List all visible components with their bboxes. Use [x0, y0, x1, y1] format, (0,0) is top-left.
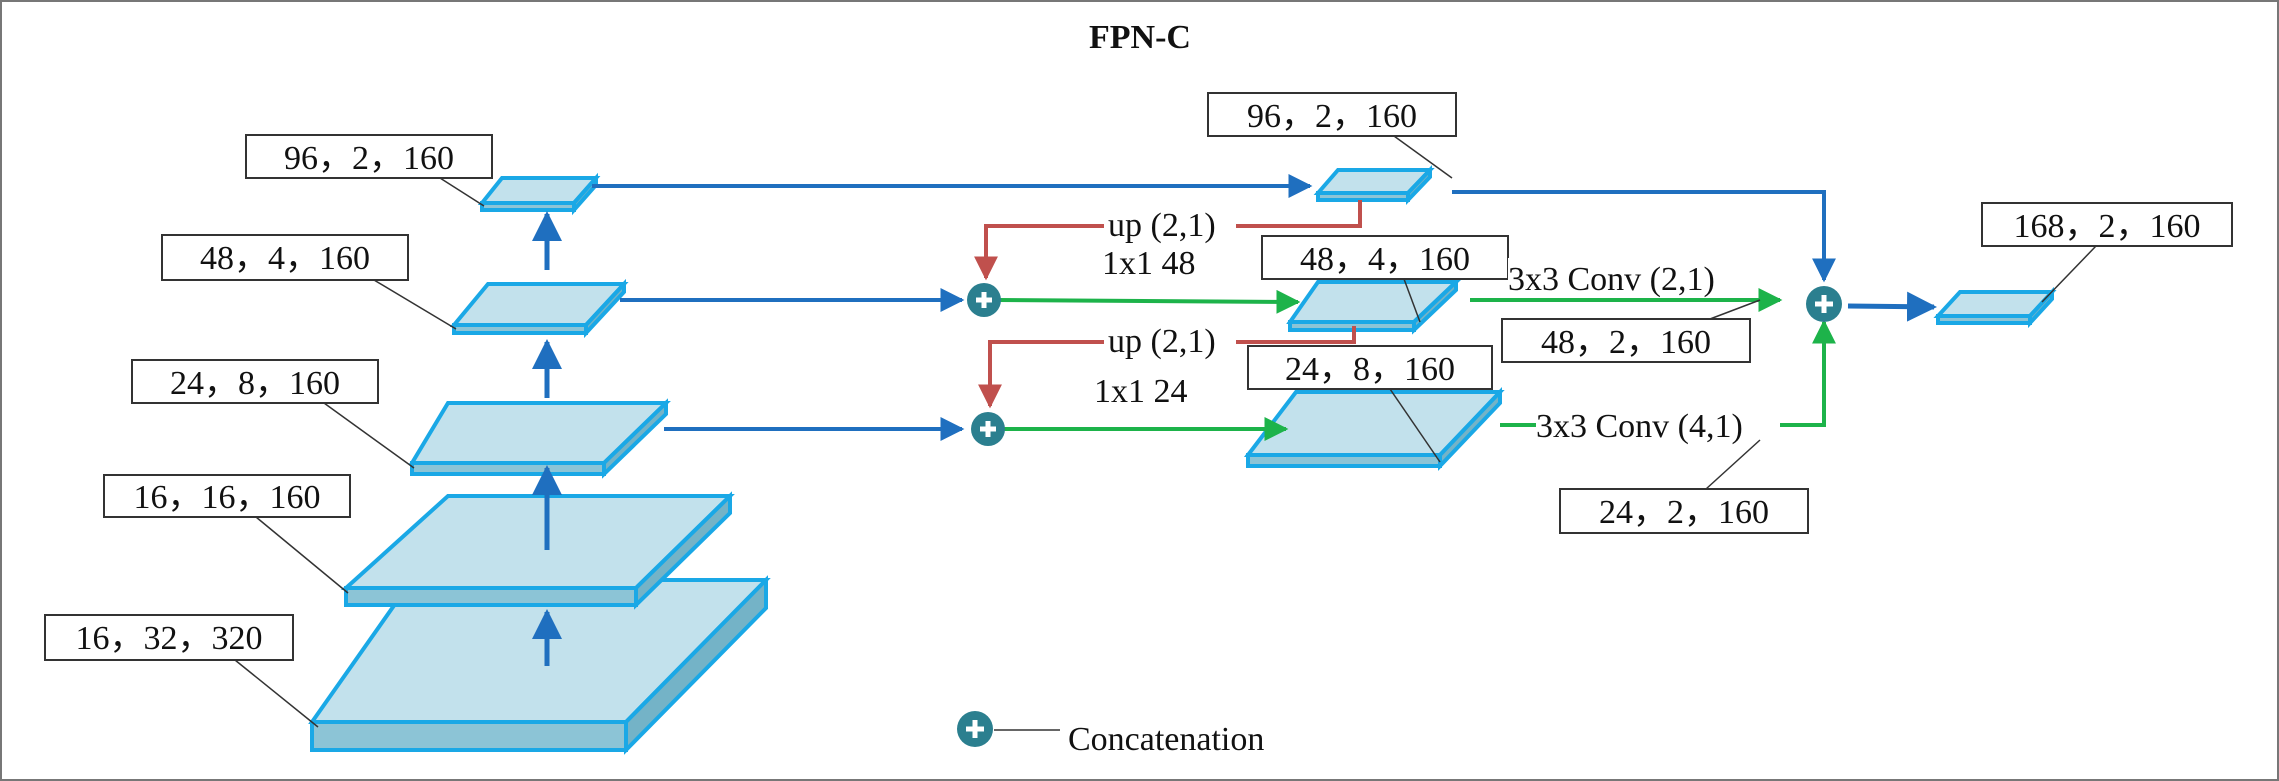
- backbone-block-16x32x320: [308, 575, 771, 755]
- diagram-title: FPN-C: [1089, 19, 1191, 56]
- concat-node-2: [971, 412, 1005, 446]
- upsample-op-2: up (2,1): [1108, 323, 1216, 360]
- top-path-to-concat: [1452, 190, 1836, 283]
- backbone-label-4-text: 96，2，160: [284, 140, 454, 177]
- legend-concat-label: Concatenation: [1068, 721, 1264, 758]
- concat-node-final: [1806, 286, 1842, 322]
- backbone-block-48x4x160: [449, 278, 629, 339]
- fusion-label-1-text: 48，4，160: [1300, 241, 1470, 278]
- upsample-op-1: up (2,1): [1108, 207, 1216, 244]
- backbone-label-4: 96，2，160: [245, 134, 493, 207]
- concat-node-1: [967, 283, 1001, 317]
- conv-op-3x3-2-1: 3x3 Conv (2,1): [1508, 261, 1715, 298]
- output-label: 168，2，160: [1981, 202, 2233, 303]
- conv-op-1: 1x1 48: [1102, 245, 1196, 282]
- output-label-text: 168，2，160: [2014, 208, 2201, 245]
- fusion-label-2: 24，8，160: [1247, 345, 1493, 463]
- backbone-block-16x16x160: [340, 491, 735, 610]
- fusion-block-24x8x160: [1243, 387, 1505, 471]
- green-arrows-to-fusion: [997, 289, 1301, 441]
- backbone-label-1-text: 16，16，160: [134, 479, 321, 516]
- backbone-label-0-text: 16，32，320: [76, 620, 263, 657]
- fusion-label-1: 48，4，160: [1261, 235, 1509, 323]
- backbone-label-2-text: 24，8，160: [170, 365, 340, 402]
- backbone-label-3: 48，4，160: [161, 234, 457, 330]
- output-block-168x2x160: [1933, 286, 2057, 329]
- conv-label-1-text: 24，2，160: [1599, 494, 1769, 531]
- fusion-block-48x4x160: [1286, 277, 1461, 335]
- backbone-label-2: 24，8，160: [131, 359, 415, 469]
- legend: Concatenation: [957, 711, 1264, 758]
- fusion-label-2-text: 24，8，160: [1285, 351, 1455, 388]
- output-arrow: [1847, 291, 1937, 322]
- fusion-label-0: 96，2，160: [1207, 92, 1457, 179]
- backbone-block-96x2x160: [477, 172, 601, 216]
- backbone-label-0: 16，32，320: [44, 614, 319, 728]
- conv-op-2: 1x1 24: [1094, 373, 1188, 410]
- conv-label-0: 48，2，160: [1501, 299, 1761, 363]
- conv-op-3x3-4-1: 3x3 Conv (4,1): [1536, 408, 1743, 445]
- fusion-block-96x2x160: [1313, 165, 1435, 205]
- fusion-label-0-text: 96，2，160: [1247, 98, 1417, 135]
- conv-label-1: 24，2，160: [1559, 439, 1809, 534]
- backbone-label-1: 16，16，160: [103, 474, 351, 594]
- lateral-arrows: [592, 174, 1313, 441]
- backbone-label-3-text: 48，4，160: [200, 240, 370, 277]
- conv-label-0-text: 48，2，160: [1541, 324, 1711, 361]
